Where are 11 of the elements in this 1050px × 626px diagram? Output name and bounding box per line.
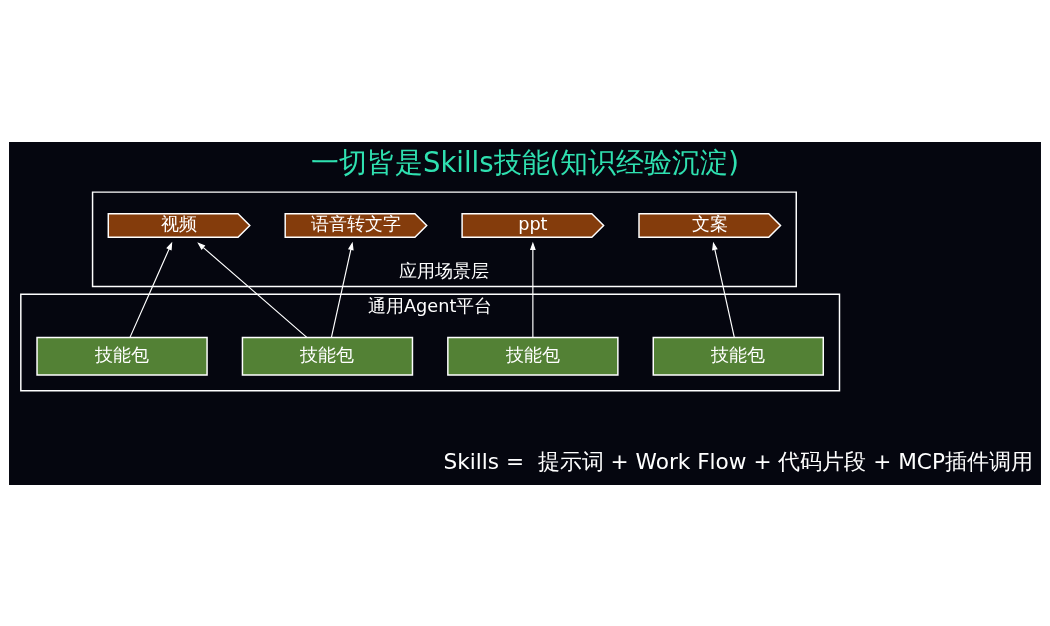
arrow xyxy=(129,241,173,338)
arrow xyxy=(529,241,536,338)
arrow xyxy=(712,241,735,338)
arrow xyxy=(330,241,354,338)
node-box: 技能包 xyxy=(36,336,208,376)
node-box: 技能包 xyxy=(241,336,414,376)
arrow xyxy=(197,241,308,338)
node-box: 技能包 xyxy=(652,336,824,376)
node-box: 技能包 xyxy=(447,336,619,376)
caption: Skills = 提示词 + Work Flow + 代码片段 + MCP插件调用 xyxy=(443,448,1033,474)
diagram-title: 一切皆是Skills技能(知识经验沉淀) xyxy=(310,145,740,178)
